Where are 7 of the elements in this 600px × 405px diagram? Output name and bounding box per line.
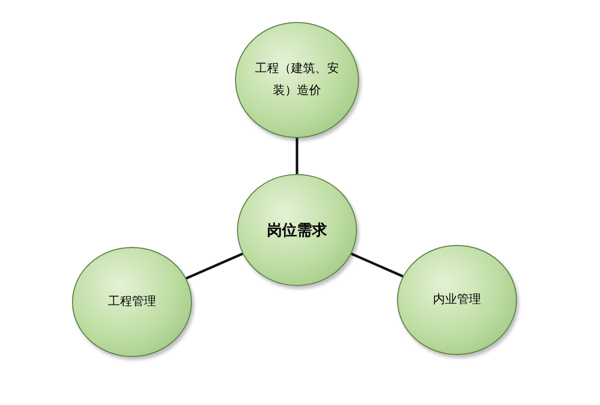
node-label: 工程管理 <box>107 293 157 310</box>
connector-line <box>186 252 244 280</box>
node-label: 工程（建筑、安装）造价 <box>254 60 340 99</box>
connector-line <box>296 138 298 174</box>
node-label: 内业管理 <box>432 291 482 308</box>
node-label: 岗位需求 <box>266 220 328 240</box>
connector-line <box>350 252 404 278</box>
